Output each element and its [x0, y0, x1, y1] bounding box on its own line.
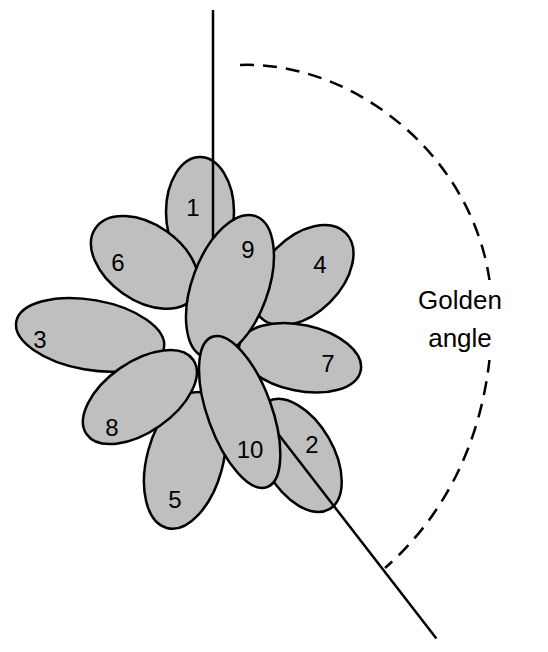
petal-number: 1: [186, 196, 199, 220]
petal-number: 10: [237, 438, 264, 462]
petal-shape: [80, 347, 200, 447]
petal: 10: [196, 333, 283, 491]
petal-ellipse: [67, 331, 214, 463]
angle-ray: [255, 404, 436, 638]
angle-label: Golden angle: [406, 280, 514, 359]
petal-number: 9: [241, 238, 254, 262]
petal-ellipse: [183, 326, 298, 498]
petal-number: 3: [33, 328, 46, 352]
petal: 6: [88, 213, 202, 312]
petal-number: 7: [321, 352, 334, 376]
petal-number: 6: [111, 251, 124, 275]
petal-number: 4: [313, 253, 326, 277]
petal-number: 8: [105, 416, 118, 440]
petal-number: 5: [168, 488, 181, 512]
petal-number: 2: [305, 433, 318, 457]
angle-ray: [212, 10, 215, 260]
petal: 8: [80, 347, 200, 447]
petal-shape: [88, 213, 202, 312]
petal-shape: [196, 333, 283, 491]
